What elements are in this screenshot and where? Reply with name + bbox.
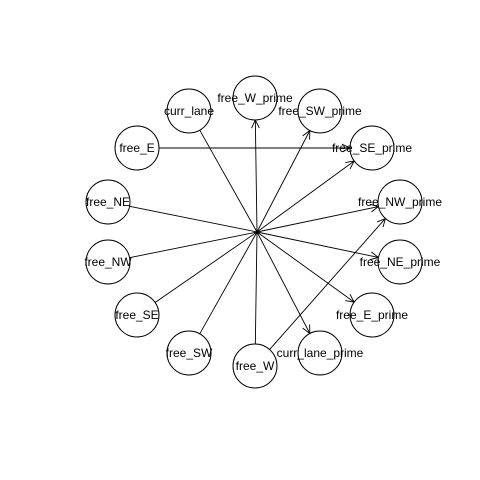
node-label: free_W_prime (217, 91, 293, 105)
node-free_SW: free_SW (166, 330, 213, 376)
node-circle (166, 330, 212, 376)
node-circle (349, 125, 395, 171)
edge-hub-to-curr_lane_prime (256, 231, 311, 334)
node-circle (297, 88, 343, 134)
node-label: free_E_prime (336, 308, 408, 322)
edge-layer (129, 118, 387, 350)
node-circle (85, 239, 131, 285)
node-free_NW: free_NW (84, 239, 132, 285)
node-free_E: free_E (114, 125, 160, 171)
node-circle (232, 75, 278, 121)
node-free_W_prime: free_W_prime (217, 75, 293, 121)
node-free_NW_prime: free_NW_prime (358, 179, 442, 225)
node-label: free_NW_prime (358, 195, 442, 209)
node-label: free_W (236, 359, 275, 373)
node-label: free_E (119, 141, 154, 155)
node-label: curr_lane (164, 104, 214, 118)
node-free_NE_prime: free_NE_prime (360, 239, 441, 285)
node-label: free_NW (84, 255, 132, 269)
edge-free_W-to-hub (254, 231, 258, 345)
edge-free_NE-to-hub (129, 205, 258, 233)
edge-hub-to-free_NW_prime (256, 206, 379, 233)
edge-free_SW-to-hub (199, 231, 258, 335)
edge-free_SE-to-hub (154, 231, 258, 303)
node-label: free_SW (166, 346, 213, 360)
node-label: free_SE_prime (332, 141, 412, 155)
node-circle (166, 88, 212, 134)
node-label: free_NE (86, 195, 130, 209)
node-circle (349, 292, 395, 338)
node-circle (377, 239, 423, 285)
edge-free_NW-to-hub (129, 231, 258, 259)
node-label: free_NE_prime (360, 255, 441, 269)
node-free_SE_prime: free_SE_prime (332, 125, 412, 171)
edge-hub-to-free_NE_prime (256, 231, 379, 258)
node-curr_lane_prime: curr_lane_prime (277, 330, 364, 376)
node-label: free_SE (115, 308, 158, 322)
node-circle (297, 330, 343, 376)
node-label: curr_lane_prime (277, 346, 364, 360)
edge-hub-to-free_SE_prime (256, 160, 355, 233)
node-label: free_SW_prime (278, 104, 362, 118)
node-curr_lane: curr_lane (164, 88, 214, 134)
node-circle (85, 179, 131, 225)
edge-hub-to-free_E_prime (256, 231, 355, 303)
node-circle (232, 343, 278, 389)
node-free_W: free_W (232, 343, 278, 389)
node-free_SE: free_SE (114, 292, 160, 338)
edge-curr_lane-to-hub (199, 129, 258, 233)
node-free_NE: free_NE (85, 179, 131, 225)
node-free_SW_prime: free_SW_prime (278, 88, 362, 134)
edge-free_W-to-free_NW_prime (269, 218, 386, 350)
node-circle (114, 292, 160, 338)
node-circle (114, 125, 160, 171)
node-free_E_prime: free_E_prime (336, 292, 408, 338)
edge-hub-to-free_W_prime (254, 119, 258, 233)
node-circle (377, 179, 423, 225)
edge-hub-to-free_SW_prime (256, 130, 311, 233)
